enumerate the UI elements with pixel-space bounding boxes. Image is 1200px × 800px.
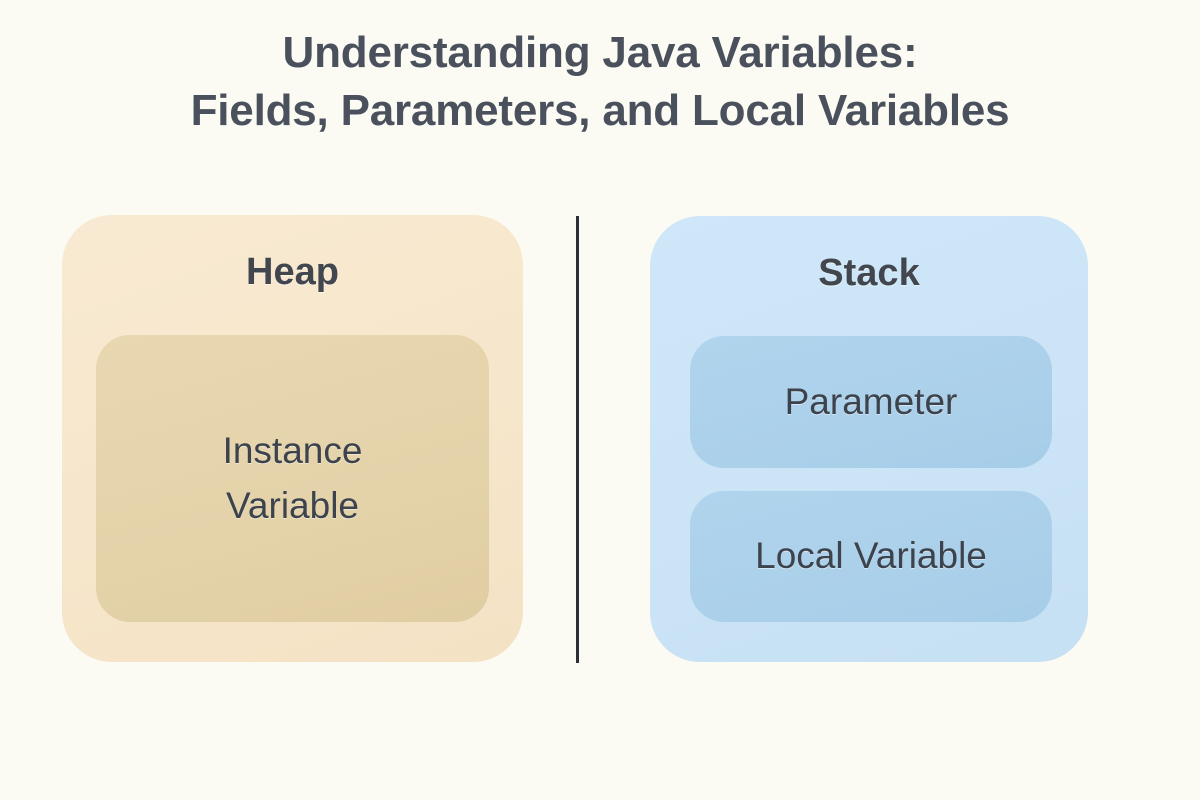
vertical-divider — [576, 216, 579, 663]
local-variable-label: Local Variable — [755, 535, 987, 577]
page-title-line-2: Fields, Parameters, and Local Variables — [190, 86, 1010, 136]
stack-panel: Stack Parameter Local Variable — [650, 216, 1088, 662]
stack-panel-title: Stack — [818, 252, 920, 294]
local-variable-box: Local Variable — [690, 491, 1052, 622]
heap-panel-title: Heap — [246, 251, 339, 293]
parameter-label: Parameter — [784, 380, 958, 422]
page-title: Understanding Java Variables: Fields, Pa… — [0, 24, 1200, 140]
page-title-line-1: Understanding Java Variables: — [282, 28, 918, 77]
instance-variable-label-line-1: Instance — [222, 430, 363, 472]
parameter-box: Parameter — [690, 336, 1052, 468]
instance-variable-label-line-2: Variable — [225, 484, 359, 526]
